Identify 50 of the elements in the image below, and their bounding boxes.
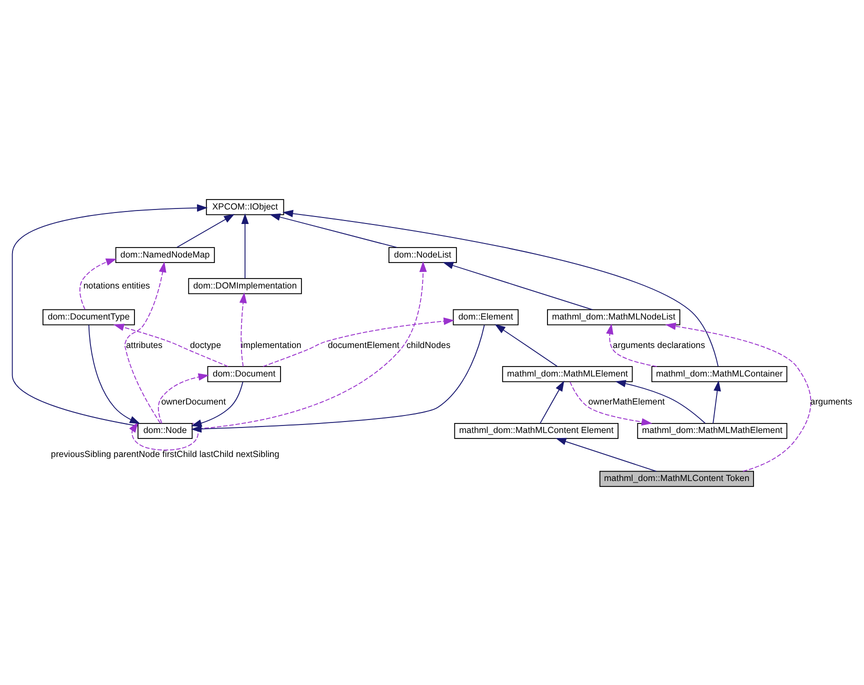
arrow (113, 323, 228, 366)
arrow (12, 204, 208, 426)
arrow (88, 324, 140, 424)
arrow (540, 380, 564, 424)
node-box: dom::NodeList (388, 246, 457, 263)
arrow (190, 324, 485, 432)
node-box: dom::Node (138, 422, 193, 438)
node-box: dom::DOMImplementation (188, 278, 302, 294)
edge-label: documentElement (328, 339, 400, 350)
arrow (79, 258, 117, 310)
arrow (606, 323, 658, 366)
node-box: dom::NamedNodeMap (115, 246, 215, 263)
arrow (191, 380, 244, 426)
edge-label: implementation (241, 339, 302, 350)
edge-label: previousSibling parentNode firstChild lastChild nextSibling (50, 448, 280, 459)
edge-label: arguments (810, 396, 852, 406)
edge-label: ownerDocument (161, 396, 226, 406)
arrow (124, 261, 166, 423)
edge-label: childNodes (406, 339, 450, 350)
arrow (270, 212, 398, 248)
arrow (239, 292, 247, 366)
edge-label: doctype (190, 339, 222, 350)
arrow (176, 214, 235, 248)
node-box: dom::Document (207, 366, 281, 382)
arrow (570, 380, 652, 426)
node-box: XPCOM::IObject (206, 198, 284, 215)
node-box: mathml_dom::MathMLElement (502, 366, 633, 382)
node-box: mathml_dom::MathMLContent Element (454, 422, 619, 438)
node-box: mathml_dom::MathMLMathElement (637, 422, 788, 438)
arrow (494, 324, 558, 366)
arrow (192, 260, 427, 430)
arrow (615, 379, 706, 424)
node-box: mathml_dom::MathMLNodeList (547, 308, 680, 325)
arrow (556, 437, 657, 472)
arrow (442, 261, 593, 310)
arrow (241, 212, 249, 278)
edge-label: ownerMathElement (588, 396, 665, 406)
arrow (282, 209, 719, 366)
node-box: mathml_dom::MathMLContent Token (599, 470, 754, 486)
arrow (158, 372, 210, 424)
arrow (129, 421, 199, 450)
edge-label: attributes (126, 339, 162, 350)
arrow (665, 322, 812, 472)
arrow (262, 317, 454, 366)
edge-label: notations entities (83, 280, 150, 290)
edge-label: arguments declarations (612, 339, 706, 350)
node-box: dom::DocumentType (42, 308, 135, 325)
node-box: mathml_dom::MathMLContainer (651, 366, 788, 382)
node-box: dom::Element (452, 308, 519, 325)
arrow (712, 380, 721, 424)
